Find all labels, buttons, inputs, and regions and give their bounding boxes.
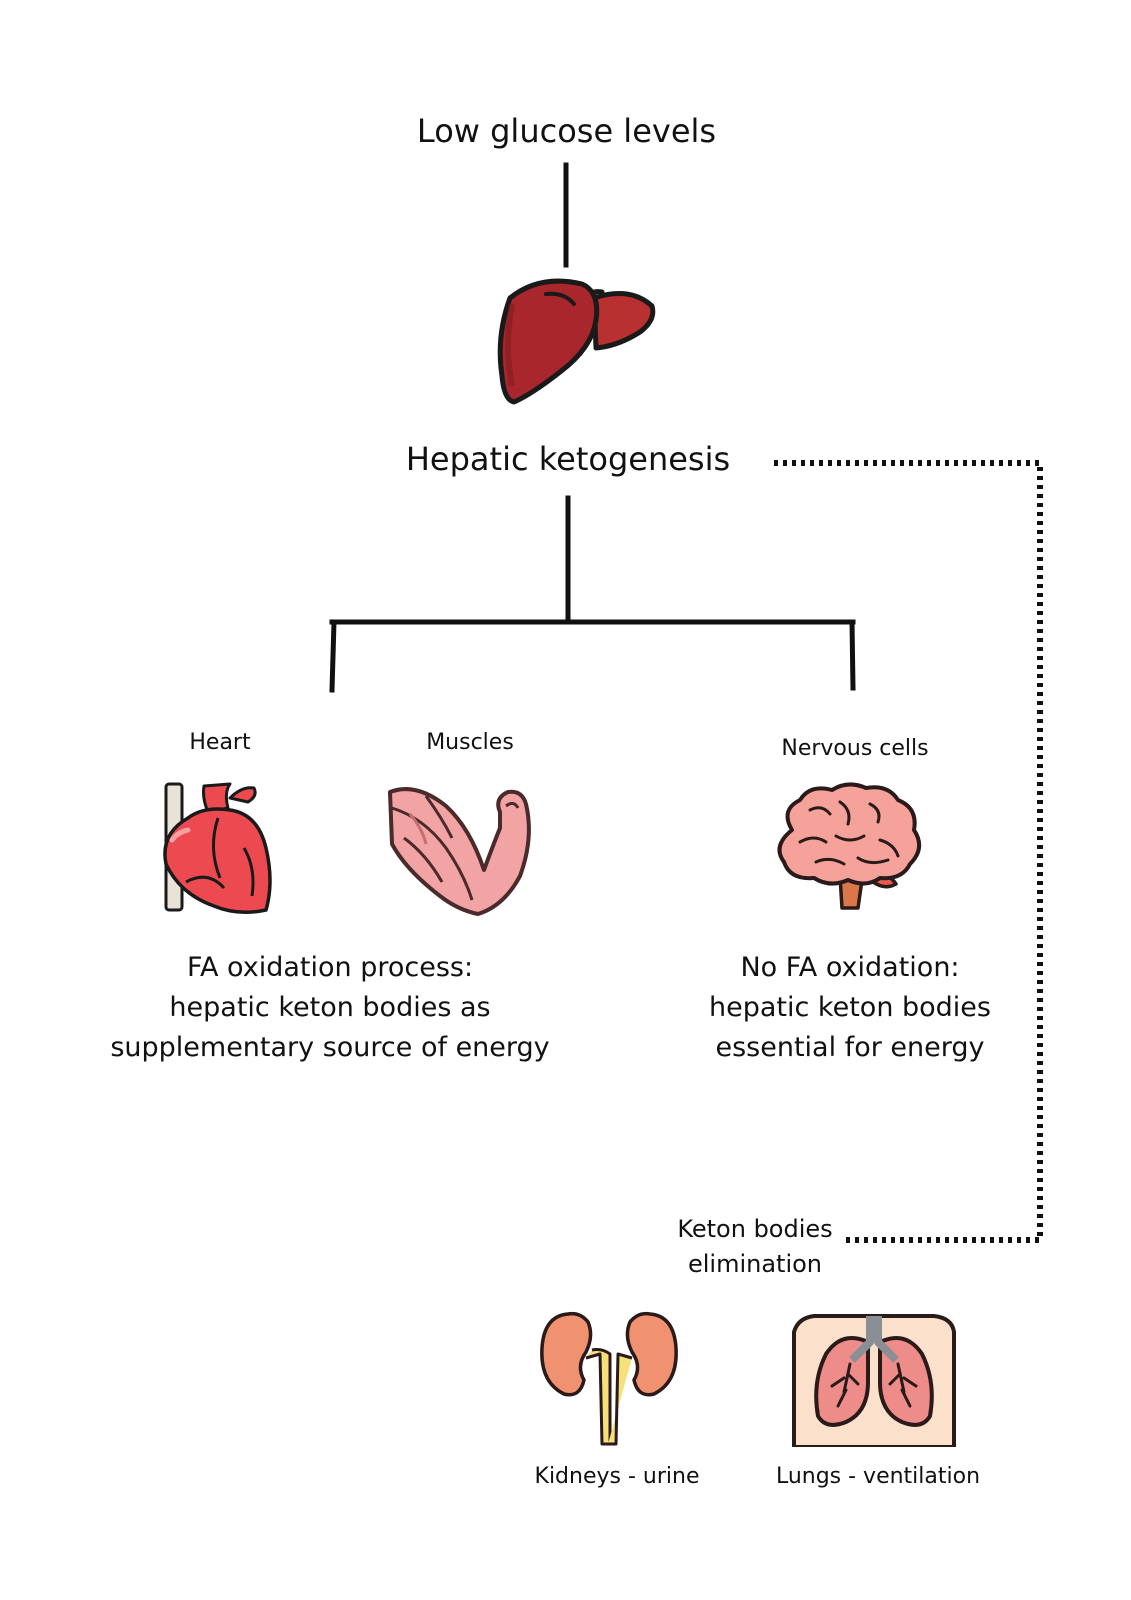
- elimination-block: Keton bodies elimination: [660, 1212, 850, 1282]
- elimination-line-1: Keton bodies: [677, 1215, 833, 1243]
- heart-label: Heart: [189, 730, 251, 755]
- kidneys-icon: [540, 1311, 678, 1446]
- low-glucose-label: Low glucose levels: [416, 112, 717, 150]
- muscles-label: Muscles: [426, 730, 514, 755]
- elimination-line-2: elimination: [687, 1250, 823, 1278]
- brain-icon: [777, 782, 922, 910]
- fa-left-line-2: hepatic keton bodies as: [169, 992, 491, 1023]
- nervous-cells-label: Nervous cells: [781, 736, 929, 761]
- line-branch-right: [849, 619, 856, 691]
- fa-left-block: FA oxidation process: hepatic keton bodi…: [80, 948, 580, 1068]
- heart-icon: [163, 782, 272, 914]
- fa-right-block: No FA oxidation: hepatic keton bodies es…: [680, 948, 1020, 1068]
- fa-left-line-3: supplementary source of energy: [110, 1032, 550, 1063]
- fa-right-line-2: hepatic keton bodies: [709, 992, 991, 1023]
- line-branch-left: [329, 619, 337, 693]
- lungs-label: Lungs - ventilation: [775, 1464, 981, 1489]
- fa-left-line-1: FA oxidation process:: [186, 952, 474, 983]
- lungs-icon: [792, 1314, 956, 1447]
- fa-right-line-3: essential for energy: [715, 1032, 985, 1063]
- hepatic-ketogenesis-label: Hepatic ketogenesis: [405, 440, 731, 478]
- fa-right-line-1: No FA oxidation:: [740, 952, 960, 983]
- kidneys-label: Kidneys - urine: [534, 1464, 700, 1489]
- liver-icon: [497, 278, 656, 405]
- muscle-icon: [388, 787, 531, 916]
